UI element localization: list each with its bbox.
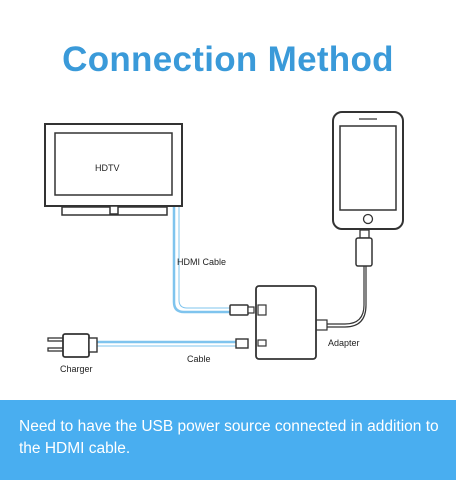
adapter-label: Adapter [328,338,360,348]
adapter-icon [255,285,317,360]
lightning-plug-icon [355,229,373,267]
note-banner: Need to have the USB power source connec… [0,400,456,480]
charger-label: Charger [60,364,93,374]
charger-icon [47,333,98,358]
tv-label: HDTV [95,163,120,173]
tv-icon [44,123,183,216]
note-text: Need to have the USB power source connec… [19,418,439,457]
adapter-cable-line [326,266,365,325]
cable-label: Cable [187,354,211,364]
usb-plug-icon [235,338,249,349]
page-title: Connection Method [62,40,394,79]
charger-cable-line [90,340,238,347]
hdmi-cable-label: HDMI Cable [177,257,227,267]
connection-diagram [44,111,404,360]
hdmi-cable-line [172,207,232,314]
phone-icon [332,111,404,230]
hdmi-plug-icon [229,304,255,316]
